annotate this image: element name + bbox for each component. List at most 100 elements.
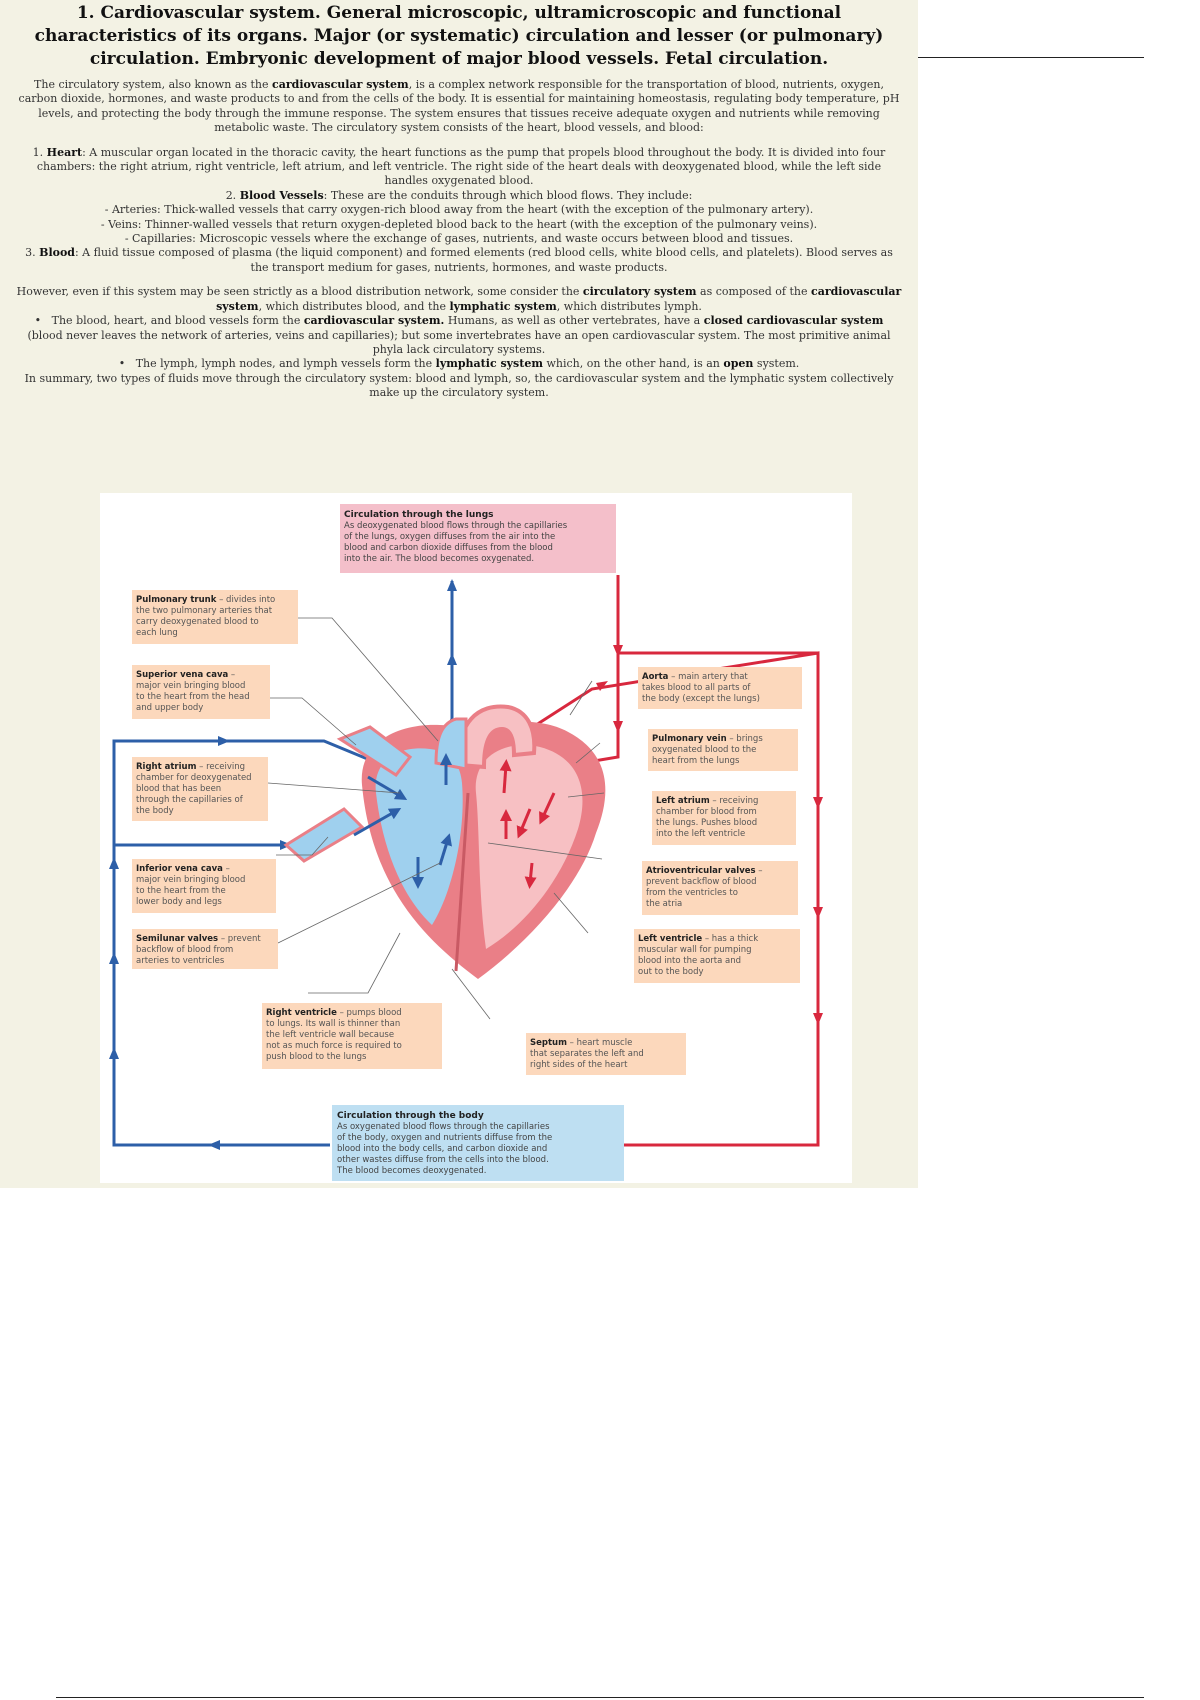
label-bg <box>638 667 802 709</box>
label-av-valves: Atrioventricular valves – prevent backfl… <box>642 861 798 915</box>
flow-arrow <box>438 833 452 866</box>
text-run: : These are the conduits through which b… <box>323 188 693 202</box>
systems-paragraph: However, even if this system may be seen… <box>16 285 902 314</box>
lungs-box: Circulation through the lungs As deoxyge… <box>340 504 616 573</box>
label-line: each lung <box>136 628 178 638</box>
bold-term: cardiovascular system. <box>303 314 445 328</box>
text-run: The blood, heart, and blood vessels form… <box>51 314 304 328</box>
arteries-item: - Arteries: Thick-walled vessels that ca… <box>104 203 814 217</box>
label-title: Inferior vena cava – <box>136 864 230 874</box>
bullet-mark: • <box>118 357 126 371</box>
label-bg <box>648 729 798 771</box>
leader-line <box>569 680 593 716</box>
bold-term: lymphatic system <box>449 299 557 313</box>
flow-arrow <box>499 759 512 794</box>
bold-term: cardiovascular system <box>216 285 902 313</box>
label-line: out to the body <box>638 967 704 977</box>
label-title: Pulmonary trunk – divides into <box>136 595 275 605</box>
label-line: the body <box>136 806 174 816</box>
label-line: the body (except the lungs) <box>642 694 760 704</box>
page-title: 1. Cardiovascular system. General micros… <box>12 2 906 71</box>
arrowhead <box>447 653 457 665</box>
label-line: heart from the lungs <box>652 756 740 766</box>
text-run: The lymph, lymph nodes, and lymph vessel… <box>135 357 436 371</box>
label-title: Right atrium – receiving <box>136 762 245 772</box>
text-run: , which distributes blood, and the <box>258 299 450 313</box>
arrowhead <box>109 952 119 964</box>
label-title: Right ventricle – pumps blood <box>266 1008 402 1018</box>
label-line: muscular wall for pumping <box>638 945 752 955</box>
label-line: chamber for deoxygenated <box>136 773 252 783</box>
label-line: the lungs. Pushes blood <box>656 818 757 828</box>
label-bg <box>262 1003 442 1069</box>
label-pulmonary-vein: Pulmonary vein – brings oxygenated blood… <box>648 729 798 771</box>
arrowhead <box>613 645 623 657</box>
label-bg <box>132 665 270 719</box>
header-rule <box>918 57 1144 58</box>
arrowhead <box>813 907 823 919</box>
arrowhead <box>813 1013 823 1025</box>
label-line: prevent backflow of blood <box>646 877 756 887</box>
body-box-line: of the body, oxygen and nutrients diffus… <box>337 1133 552 1143</box>
bold-term: lymphatic system <box>435 357 543 371</box>
left-side-chambers <box>475 744 583 949</box>
bold-term: Blood <box>39 246 75 260</box>
label-line: blood that has been <box>136 784 221 794</box>
septum-line <box>454 792 470 972</box>
text-run: , is a complex network responsible for t… <box>18 78 900 135</box>
label-line: and upper body <box>136 703 203 713</box>
flow-arrow <box>367 775 408 801</box>
lungs-box-line: into the air. The blood becomes oxygenat… <box>344 554 534 564</box>
superior-vena-cava-shape <box>336 725 413 778</box>
label-line: from the ventricles to <box>646 888 738 898</box>
body-box-line: As oxygenated blood flows through the ca… <box>337 1122 550 1132</box>
arrowhead <box>596 681 608 691</box>
lungs-box-title: Circulation through the lungs <box>344 510 494 520</box>
flow-arrow <box>353 808 402 837</box>
lungs-box-line: As deoxygenated blood flows through the … <box>344 521 568 531</box>
label-title: Superior vena cava – <box>136 670 235 680</box>
label-right-atrium: Right atrium – receiving chamber for deo… <box>132 757 268 821</box>
label-title: Left atrium – receiving <box>656 796 758 806</box>
heart-circulation-diagram: Circulation through the lungs As deoxyge… <box>100 493 852 1183</box>
capillaries-item: - Capillaries: Microscopic vessels where… <box>124 232 794 246</box>
label-bg <box>526 1033 686 1075</box>
label-line: to the heart from the <box>136 886 226 896</box>
body-box-line: other wastes diffuse from the cells into… <box>337 1155 549 1165</box>
label-line: to the heart from the head <box>136 692 250 702</box>
label-line: to lungs. Its wall is thinner than <box>266 1019 400 1029</box>
leader-line <box>553 892 589 934</box>
label-left-atrium: Left atrium – receiving chamber for bloo… <box>652 791 796 845</box>
arrowhead <box>208 1140 220 1150</box>
lungs-box-line: blood and carbon dioxide diffuses from t… <box>344 543 553 553</box>
heart-item: 1. Heart: A muscular organ located in th… <box>16 146 902 189</box>
bold-term: Heart <box>46 145 83 159</box>
body-box-line: The blood becomes deoxygenated. <box>336 1166 486 1176</box>
leader-line <box>267 782 401 794</box>
inferior-vena-cava-shape <box>283 807 365 863</box>
label-line: right sides of the heart <box>530 1060 628 1070</box>
label-line: through the capillaries of <box>136 795 244 805</box>
arrowhead <box>813 797 823 809</box>
flow-arrow <box>539 792 556 825</box>
leader-line <box>575 742 601 764</box>
arrowhead <box>613 721 623 733</box>
label-line: oxygenated blood to the <box>652 745 756 755</box>
leader-line <box>451 968 491 1020</box>
text-run: , which distributes lymph. <box>556 299 702 313</box>
bold-term: circulatory system <box>582 285 697 299</box>
text-run: (blood never leaves the network of arter… <box>27 328 891 356</box>
label-title: Left ventricle – has a thick <box>638 934 758 944</box>
label-line: takes blood to all parts of <box>642 683 751 693</box>
label-bg <box>132 929 278 969</box>
label-septum: Septum – heart muscle that separates the… <box>526 1033 686 1075</box>
text-run: However, even if this system may be seen… <box>16 285 583 299</box>
label-line: push blood to the lungs <box>266 1052 367 1062</box>
label-inferior-vena-cava: Inferior vena cava – major vein bringing… <box>132 859 276 913</box>
vein-loop-path <box>112 739 371 1147</box>
title-line: 1. Cardiovascular system. General micros… <box>76 3 842 23</box>
inner-flow-arrows-red <box>499 759 556 889</box>
label-bg <box>132 859 276 913</box>
vessels-item: 2. Blood Vessels: These are the conduits… <box>16 189 902 203</box>
label-line: chamber for blood from <box>656 807 757 817</box>
